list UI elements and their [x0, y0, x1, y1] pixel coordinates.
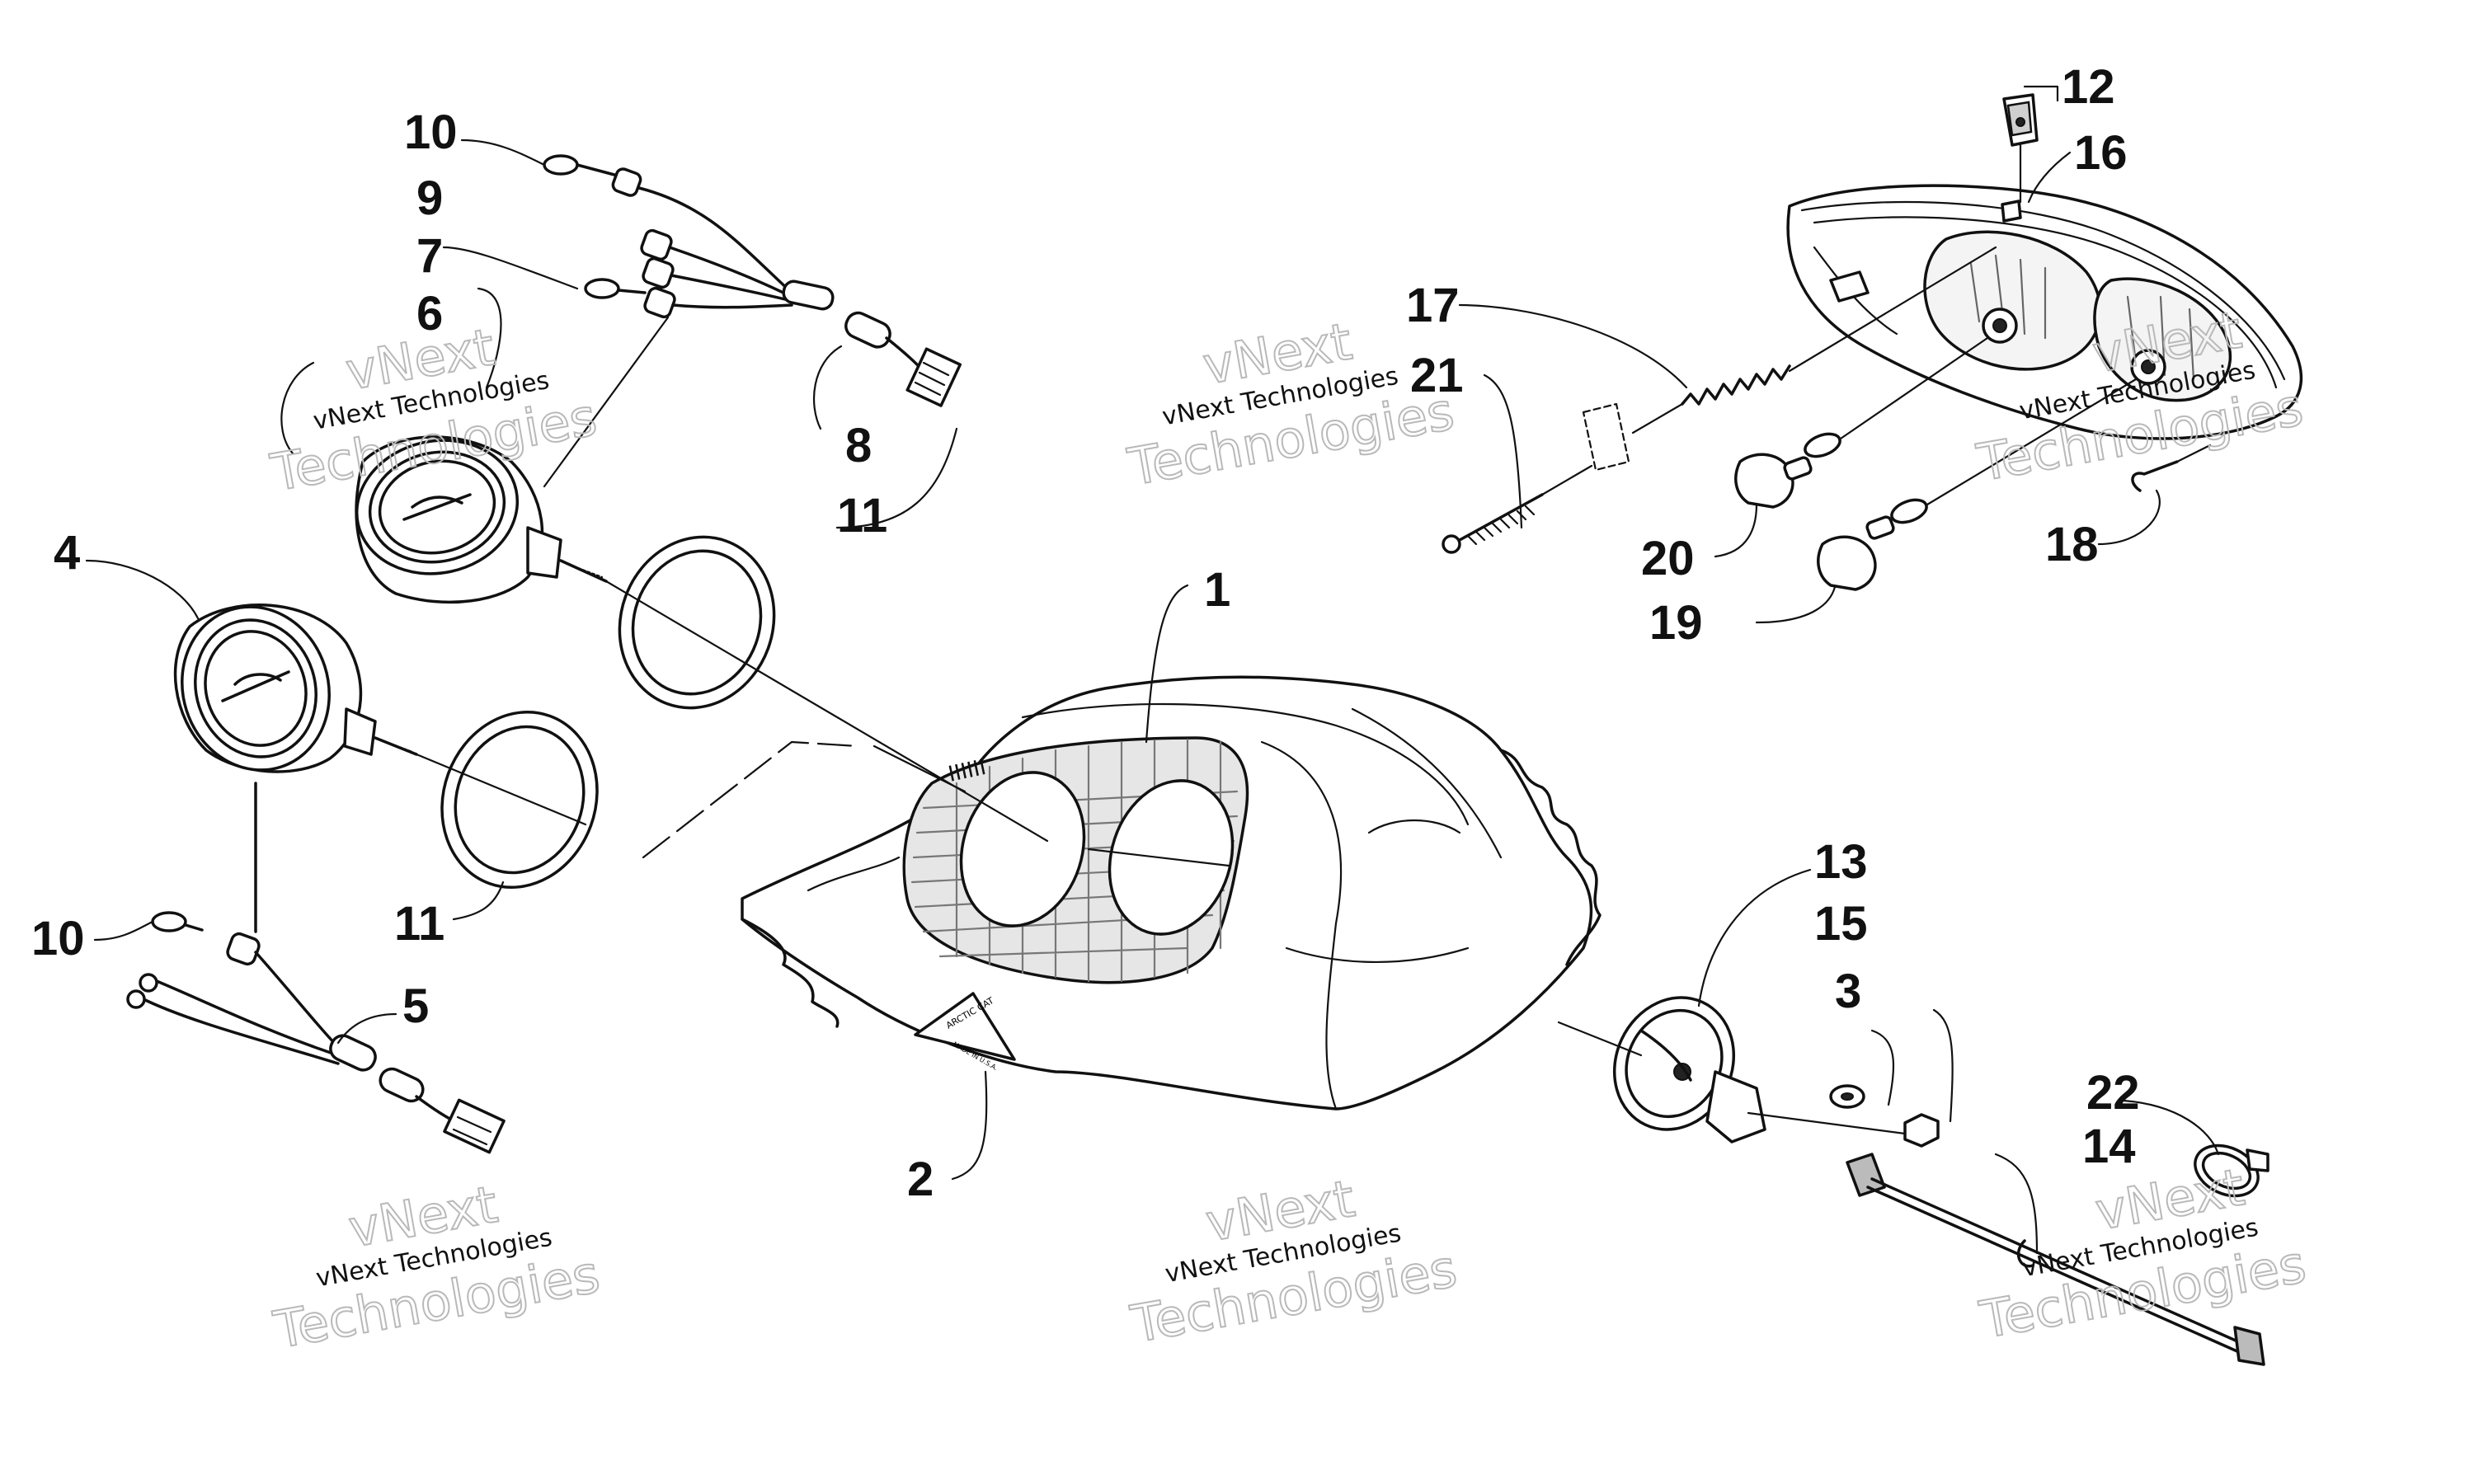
watermark-top-right: vNext vNext Technologies Technologies [1972, 298, 2308, 494]
callout-5: 5 [402, 979, 429, 1033]
callout-16: 16 [2074, 126, 2128, 180]
callout-18: 18 [2045, 518, 2099, 571]
harness-upper [543, 154, 962, 488]
watermark-top-left: vNext vNext Technologies Technologies [266, 316, 602, 504]
callout-14: 14 [2082, 1120, 2136, 1173]
bulb-socket-19 [1817, 378, 2138, 591]
watermark-bottom-left: vNext vNext Technologies Technologies [268, 1173, 604, 1361]
callout-12: 12 [2062, 60, 2115, 114]
callout-2: 2 [907, 1153, 934, 1206]
callout-22: 22 [2086, 1066, 2140, 1120]
headlight-assembly [1786, 184, 2303, 440]
speedometer-cable-14 [1846, 1153, 2265, 1366]
callout-6: 6 [416, 287, 443, 340]
callout-3: 3 [1835, 965, 1861, 1018]
dashboard-panel: IIIIII [741, 675, 1602, 1111]
callout-4: 4 [54, 526, 80, 580]
speedometer-drive-13 [1557, 996, 1766, 1144]
bulb-socket-20 [1734, 336, 1989, 509]
callout-7: 7 [416, 229, 443, 283]
callout-13: 13 [1814, 835, 1868, 889]
gauge-lower [173, 603, 418, 773]
callout-15: 15 [1814, 897, 1868, 951]
callout-labels: 1 2 3 4 5 6 7 8 9 10 10 11 11 12 13 14 1… [31, 60, 2140, 1206]
gauge-ring-lower [440, 710, 599, 890]
adjuster-screw-21 [1442, 402, 1630, 554]
nut-15 [1747, 1111, 1940, 1148]
harness-lower [126, 782, 506, 1154]
hose-clamp-22 [2194, 1144, 2269, 1198]
washer-3 [1829, 1084, 1865, 1109]
callout-20: 20 [1641, 532, 1695, 585]
gauge-upper [355, 435, 608, 604]
callout-11-lower: 11 [394, 897, 444, 951]
callout-21: 21 [1410, 349, 1464, 402]
watermark-bottom-center: vNext vNext Technologies Technologies [1126, 1167, 1462, 1355]
callout-1: 1 [1204, 563, 1230, 617]
spring-17 [1631, 246, 1997, 434]
callout-10-upper: 10 [404, 106, 458, 159]
gauge-ring-upper [618, 535, 776, 710]
leader-lines [85, 85, 2220, 1255]
callout-17: 17 [1406, 279, 1460, 332]
callout-10-lower: 10 [31, 912, 85, 965]
callout-9: 9 [416, 171, 443, 225]
cotter-pin-18 [2131, 444, 2212, 492]
callout-11-upper: 11 [837, 489, 887, 542]
clip-12 [2002, 93, 2039, 204]
callout-19: 19 [1649, 596, 1703, 650]
callout-8: 8 [845, 419, 872, 472]
